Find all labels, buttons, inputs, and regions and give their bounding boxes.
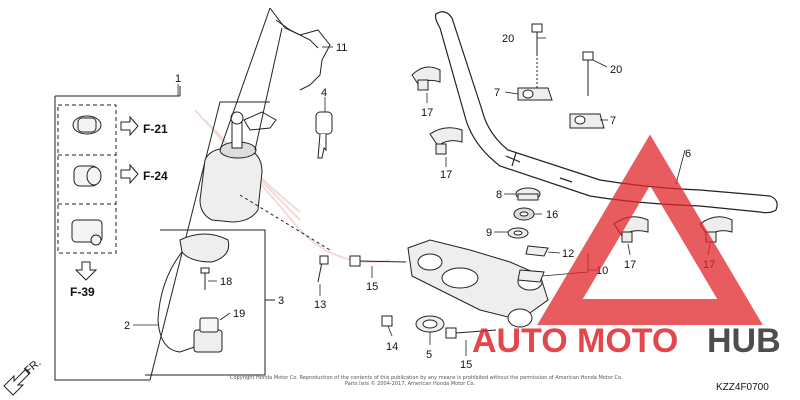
bolt-13	[239, 194, 331, 283]
label-part-9[interactable]: 9	[486, 227, 492, 239]
label-part-2[interactable]: 2	[124, 320, 130, 332]
label-part-19[interactable]: 19	[233, 308, 245, 320]
label-part-11[interactable]: 11	[336, 42, 347, 54]
bolt-14	[381, 315, 393, 327]
label-part-20-a[interactable]: 20	[502, 33, 514, 45]
helmet-holder-icon	[71, 219, 103, 246]
label-part-17-c[interactable]: 17	[624, 259, 636, 271]
label-part-18[interactable]: 18	[220, 276, 232, 288]
label-part-4[interactable]: 4	[321, 87, 327, 99]
label-part-6[interactable]: 6	[685, 148, 691, 160]
ref-f39[interactable]: F-39	[70, 285, 95, 299]
ref-arrow-f21[interactable]	[120, 115, 139, 137]
stem-washer	[507, 227, 529, 239]
copyright-line-2: Parts lists © 2004-2017, American Honda …	[345, 380, 475, 387]
copyright-line-1: Copyright Honda Motor Co. Reproduction o…	[230, 375, 623, 381]
cable-clip-1	[411, 66, 441, 91]
label-part-7-upper[interactable]: 7	[494, 87, 500, 99]
upper-holder-right	[569, 51, 605, 129]
ref-arrow-f24[interactable]	[120, 163, 139, 185]
ref-f21[interactable]: F-21	[143, 122, 168, 136]
ref-f24[interactable]: F-24	[143, 169, 168, 183]
diagram-code: KZZ4F0700	[716, 382, 769, 393]
label-part-14[interactable]: 14	[386, 341, 398, 353]
cable-clip-2	[429, 127, 463, 155]
ref-arrow-f39[interactable]	[74, 261, 98, 281]
label-part-5[interactable]: 5	[426, 349, 432, 361]
label-part-15-lower[interactable]: 15	[460, 359, 472, 371]
handle-bracket	[219, 7, 331, 151]
ignition-switch-group	[54, 86, 275, 381]
lower-holders	[517, 245, 549, 283]
label-part-20-b[interactable]: 20	[610, 64, 622, 76]
brand-hub: HUB	[707, 322, 781, 360]
seat-lock-icon	[73, 165, 102, 187]
handlebar	[434, 11, 778, 214]
brand-auto: AUTO	[472, 322, 568, 360]
bolt-15-lower	[445, 327, 497, 339]
label-part-15-upper[interactable]: 15	[366, 281, 378, 293]
front-direction-arrow	[3, 368, 31, 396]
ignition-switch-body	[199, 111, 277, 223]
label-part-7-lower[interactable]: 7	[610, 115, 616, 127]
upper-holder-left	[517, 23, 553, 101]
collar-5	[415, 315, 445, 333]
warning-triangle-icon	[537, 134, 763, 325]
label-part-17-a[interactable]: 17	[421, 107, 433, 119]
label-part-3[interactable]: 3	[278, 295, 284, 307]
stem-nut	[513, 207, 535, 221]
automotohub-logo: AUTO MOTO HUB	[472, 134, 781, 360]
key-icon	[315, 111, 333, 159]
stem-cap	[515, 187, 541, 201]
brand-moto: MOTO	[577, 322, 678, 360]
bolt-15-upper	[349, 255, 407, 267]
label-part-12[interactable]: 12	[562, 248, 574, 260]
label-part-13[interactable]: 13	[314, 299, 326, 311]
key-cylinder-icon	[72, 115, 102, 135]
seat-lock-cable	[157, 233, 230, 353]
label-part-8[interactable]: 8	[496, 189, 502, 201]
label-part-16[interactable]: 16	[546, 209, 558, 221]
label-part-1[interactable]: 1	[175, 73, 181, 85]
label-part-17-b[interactable]: 17	[440, 169, 452, 181]
screw-icon	[200, 267, 210, 290]
